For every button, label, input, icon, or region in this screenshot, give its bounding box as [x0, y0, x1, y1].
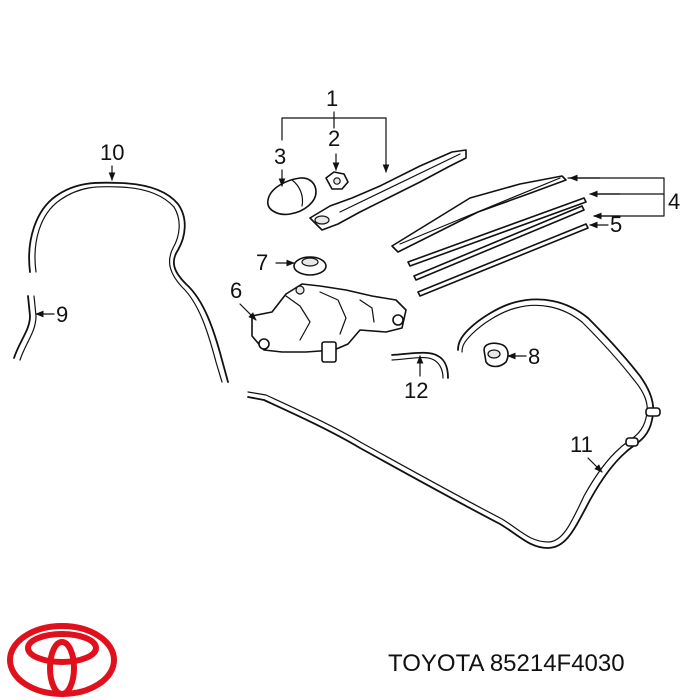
callout-4: 4 — [567, 174, 680, 220]
callout-label-4: 4 — [668, 189, 680, 214]
hose-segment-12 — [391, 351, 449, 379]
brand-name: TOYOTA — [388, 650, 484, 677]
callout-9: 9 — [35, 302, 68, 327]
part-caption: TOYOTA 85214F4030 — [388, 650, 688, 678]
callout-6: 6 — [230, 278, 257, 321]
grommet-8 — [483, 342, 509, 368]
callout-11: 11 — [570, 432, 603, 473]
washer-hose-11 — [247, 298, 661, 549]
callout-label-2: 2 — [328, 126, 340, 151]
hose-segment-9 — [13, 295, 37, 361]
callout-8: 8 — [507, 344, 540, 369]
callout-10: 10 — [100, 140, 124, 181]
part-number: 85214F4030 — [489, 650, 625, 677]
callout-label-3: 3 — [274, 144, 286, 169]
callout-label-8: 8 — [528, 344, 540, 369]
callout-label-11: 11 — [570, 432, 593, 457]
blade-refill-5 — [417, 223, 589, 297]
callout-label-7: 7 — [256, 250, 268, 275]
wiper-blade-4 — [391, 175, 587, 281]
callout-label-1: 1 — [326, 86, 338, 111]
callout-label-5: 5 — [610, 212, 622, 237]
callout-5: 5 — [589, 212, 622, 237]
pivot-cap-3 — [267, 177, 317, 216]
seal-7 — [293, 256, 327, 276]
callout-12: 12 — [404, 355, 428, 403]
toyota-logo-icon — [7, 623, 117, 697]
callout-3: 3 — [274, 144, 286, 187]
washer-hose-10 — [28, 181, 229, 383]
callout-label-6: 6 — [230, 278, 242, 303]
callout-label-9: 9 — [56, 302, 68, 327]
callout-label-12: 12 — [404, 378, 428, 403]
callout-2: 2 — [328, 117, 340, 171]
wiper-motor-6 — [251, 283, 407, 363]
callout-7: 7 — [256, 250, 295, 275]
callout-label-10: 10 — [100, 140, 124, 165]
wiper-arm-1 — [309, 149, 467, 231]
nut-2 — [325, 171, 349, 190]
